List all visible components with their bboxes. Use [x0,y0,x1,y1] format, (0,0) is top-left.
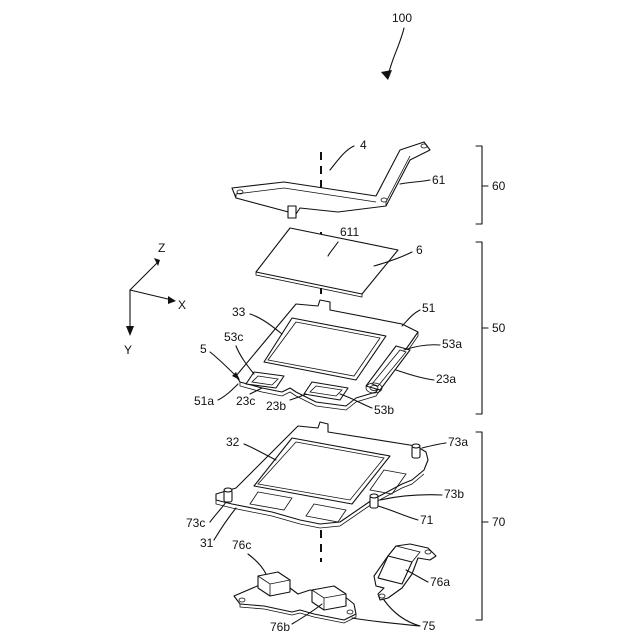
label-70: 70 [492,515,506,529]
label-76c: 76c [232,538,251,552]
leader-100 [388,28,404,76]
sheet-6 [256,228,398,297]
label-53c: 53c [224,330,243,344]
label-23b: 23b [266,399,286,413]
bracket-61 [232,142,430,218]
leader-61 [400,180,430,184]
leader-51a [218,384,238,400]
leader-75 [384,600,420,626]
leader-23b [290,394,306,400]
brace-60 [476,146,488,224]
label-31: 31 [200,536,214,550]
label-73b: 73b [444,487,464,501]
label-76b: 76b [270,620,290,634]
leader-32 [244,444,276,460]
leader-5 [210,352,236,376]
coordinate-axes [126,258,176,336]
holder-75 [234,572,356,623]
label-5: 5 [200,342,207,356]
label-611: 611 [340,225,359,239]
block-76a [374,544,436,600]
label-50: 50 [492,321,506,335]
leader-76c [248,554,266,574]
label-53a: 53a [442,337,462,351]
arrow-100 [381,70,392,80]
label-23c: 23c [236,394,255,408]
label-53b: 53b [374,403,394,417]
label-75: 75 [422,619,436,633]
label-51a: 51a [194,394,214,408]
label-71: 71 [420,513,434,527]
leader-51 [402,310,420,326]
label-73a: 73a [448,435,468,449]
axis-label-x: X [178,298,186,312]
label-76a: 76a [430,575,450,589]
leader-71 [378,506,418,520]
axis-label-y: Y [124,343,132,357]
leader-53a [404,345,440,350]
axis-label-z: Z [158,241,165,255]
label-100: 100 [392,11,412,25]
label-32: 32 [226,435,240,449]
label-73c: 73c [186,516,205,530]
brace-70 [476,432,488,620]
leader-73c [210,502,226,522]
label-4: 4 [360,138,367,152]
label-33: 33 [232,305,246,319]
label-60: 60 [492,179,506,193]
leader-4 [330,146,354,170]
label-23a: 23a [436,372,456,386]
leader-23a [396,370,434,380]
label-51: 51 [422,301,436,315]
frame-5 [236,300,418,410]
brace-50 [476,242,488,414]
leader-73a [422,443,446,448]
leader-73b [380,495,442,500]
label-61: 61 [432,173,446,187]
label-6: 6 [416,243,423,257]
